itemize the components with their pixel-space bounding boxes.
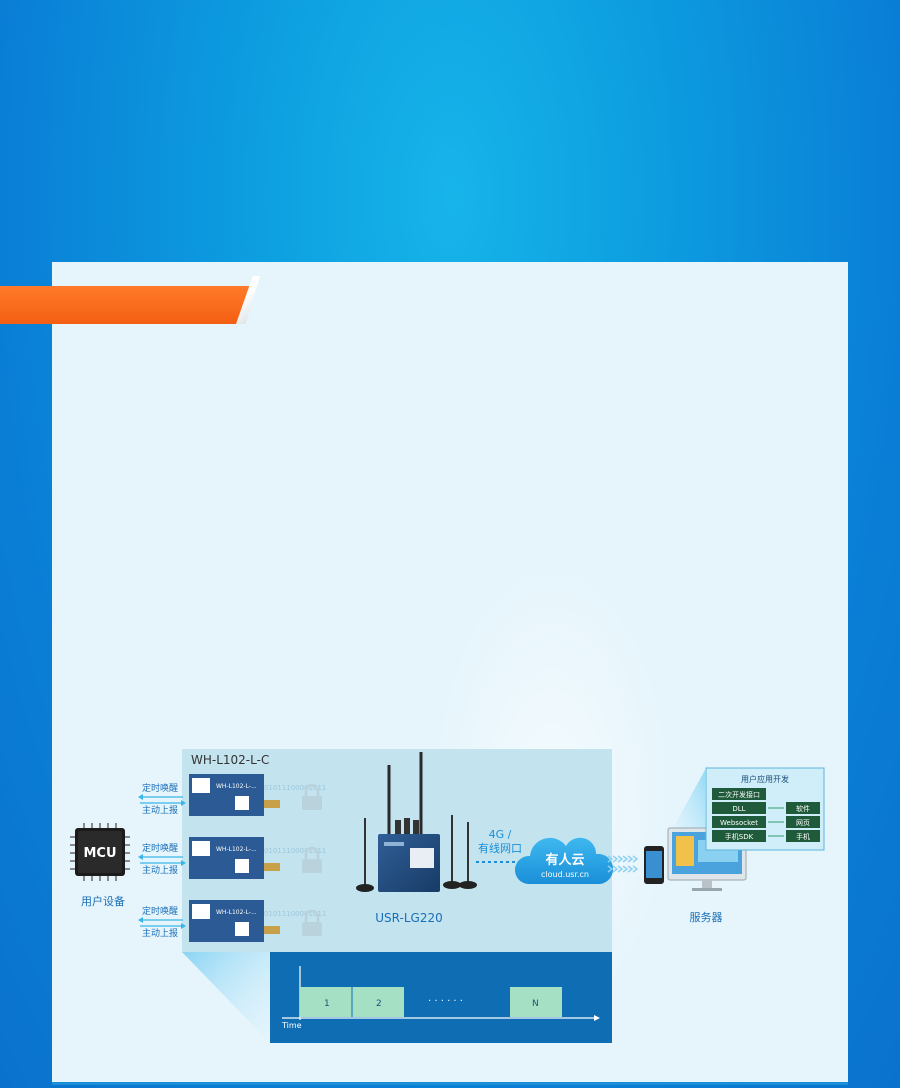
app-dev-row [712, 830, 766, 842]
module-row-3: 定时唤醒 主动上报 WH-L102-L-... 01011100001011 [138, 900, 326, 942]
timer-wake-label: 定时唤醒 [142, 905, 178, 917]
time-slot-label: 1 [324, 999, 330, 1009]
antenna-connector-icon [264, 926, 280, 934]
cloud-title: 有人云 [545, 852, 584, 868]
smartphone-icon [644, 846, 664, 884]
qr-code-icon [235, 859, 249, 873]
user-device-label: 用户设备 [81, 894, 125, 908]
app-development-box: 用户应用开发 二次开发接口 DLL Websocket 手机SDK 软件 网页 … [705, 767, 825, 851]
app-dev-output [786, 830, 820, 842]
time-slot [352, 987, 404, 1017]
time-slot-label: N [532, 999, 539, 1009]
link-label-line1: 4G / [489, 828, 512, 841]
timeline-ellipsis: · · · · · · [428, 996, 463, 1007]
antenna-connector-icon [264, 800, 280, 808]
app-dev-output [786, 802, 820, 814]
cloud-url: cloud.usr.cn [541, 870, 589, 879]
app-dev-row [712, 802, 766, 814]
time-slot-label: 2 [376, 999, 382, 1009]
app-dev-row-label: 二次开发接口 [718, 790, 760, 799]
server-label: 服务器 [690, 911, 723, 924]
module-chip-label: WH-L102-L-... [216, 783, 257, 790]
module-group-label: WH-L102-L-C [191, 753, 269, 767]
module-row-2: 定时唤醒 主动上报 WH-L102-L-... 01011100001011 [138, 837, 326, 879]
module-logo-icon [192, 904, 210, 919]
arrow-head-right [181, 860, 186, 866]
lock-icon [302, 909, 322, 936]
active-report-label: 主动上报 [142, 804, 178, 816]
app-dev-output-label: 手机 [796, 832, 810, 841]
module-row-1: 定时唤醒 主动上报 WH-L102-L-... 01011100001011 [138, 774, 326, 816]
mcu-label: MCU [83, 846, 116, 861]
module-chip-label: WH-L102-L-... [216, 909, 257, 916]
app-dev-output-label: 网页 [796, 819, 810, 827]
arrow-head-left [138, 917, 143, 923]
app-dev-output-label: 软件 [796, 804, 810, 813]
lock-icon [302, 783, 322, 810]
active-report-label: 主动上报 [142, 864, 178, 876]
active-report-label: 主动上报 [142, 927, 178, 939]
time-slot [300, 987, 352, 1017]
binary-stream: 01011100001011 [264, 910, 326, 918]
arrow-head-right [181, 800, 186, 806]
time-axis-arrow [594, 1015, 600, 1021]
antenna-connector-icon [264, 863, 280, 871]
panel-bottom-line [52, 1082, 848, 1085]
arrow-head-right [181, 923, 186, 929]
zoom-beam [182, 952, 270, 1043]
chevron-arrows-icon [607, 855, 639, 873]
module-chip-label: WH-L102-L-... [216, 846, 257, 853]
lock-icon [302, 846, 322, 873]
app-dev-row-label: 手机SDK [725, 832, 754, 841]
gateway-router-icon [356, 752, 477, 892]
binary-stream: 01011100001011 [264, 784, 326, 792]
mcu-chip-icon [70, 823, 130, 881]
time-axis-label: Time [281, 1021, 302, 1030]
binary-stream: 01011100001011 [264, 847, 326, 855]
app-dev-title: 用户应用开发 [741, 774, 789, 784]
app-dev-output [786, 816, 820, 828]
cloud-icon [514, 837, 614, 884]
app-dev-row [712, 816, 766, 828]
timer-wake-label: 定时唤醒 [142, 842, 178, 854]
module-logo-icon [192, 841, 210, 856]
time-slot-diagram: 1 2 N · · · · · · Time [270, 952, 612, 1043]
module-logo-icon [192, 778, 210, 793]
arrow-head-left [138, 854, 143, 860]
link-label-line2: 有线网口 [478, 841, 522, 855]
app-dev-row-label: DLL [732, 805, 745, 813]
app-dev-row-label: Websocket [720, 819, 758, 827]
time-slot [510, 987, 562, 1017]
gateway-label: USR-LG220 [375, 911, 442, 925]
qr-code-icon [235, 796, 249, 810]
orange-ribbon-banner [0, 286, 252, 324]
timer-wake-label: 定时唤醒 [142, 782, 178, 794]
qr-code-icon [235, 922, 249, 936]
app-dev-row [712, 788, 766, 800]
arrow-head-left [138, 794, 143, 800]
